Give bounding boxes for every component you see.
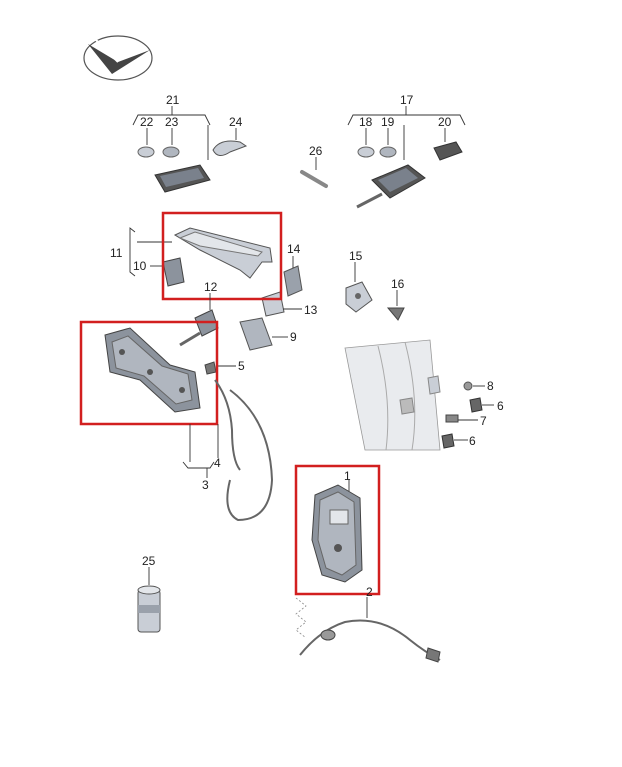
label-1: 1 — [344, 469, 351, 483]
label-2: 2 — [366, 585, 373, 599]
handle-carrier-3 — [104, 327, 236, 413]
label-16: 16 — [391, 277, 405, 291]
door-lock-1 — [311, 480, 363, 583]
label-11: 11 — [110, 246, 123, 260]
lock-cylinder-12 — [179, 293, 219, 347]
key-group-21 — [132, 106, 248, 193]
bowden-cable-2 — [295, 597, 441, 663]
label-25: 25 — [142, 554, 156, 568]
label-5: 5 — [238, 359, 245, 373]
label-9: 9 — [290, 330, 297, 344]
label-7: 7 — [480, 414, 487, 428]
label-6b: 6 — [469, 434, 476, 448]
label-12: 12 — [204, 280, 218, 294]
label-18: 18 — [359, 115, 373, 129]
label-21: 21 — [166, 93, 180, 107]
label-17: 17 — [400, 93, 414, 107]
label-20: 20 — [438, 115, 452, 129]
highlight-handle-11 — [161, 211, 283, 301]
label-8: 8 — [487, 379, 494, 393]
label-22: 22 — [140, 115, 154, 129]
label-15: 15 — [349, 249, 363, 263]
label-4: 4 — [214, 456, 221, 470]
highlight-lock-1 — [294, 464, 381, 596]
fasteners-right — [441, 381, 494, 449]
label-3: 3 — [202, 478, 209, 492]
label-14: 14 — [287, 242, 301, 256]
label-6a: 6 — [497, 399, 504, 413]
bracket-15 — [345, 262, 405, 321]
grease-tube-25 — [137, 567, 161, 633]
label-13: 13 — [304, 303, 318, 317]
label-26: 26 — [309, 144, 323, 158]
label-24: 24 — [229, 115, 243, 129]
label-10: 10 — [133, 259, 147, 273]
highlight-handle-carrier-3 — [79, 320, 219, 426]
label-23: 23 — [165, 115, 179, 129]
door-frame-section — [344, 339, 441, 451]
pin-26 — [300, 157, 328, 188]
vw-audi-parts-logo-icon — [83, 35, 153, 81]
bowden-cable-4 — [182, 379, 274, 522]
label-19: 19 — [381, 115, 395, 129]
key-group-17 — [347, 106, 466, 209]
